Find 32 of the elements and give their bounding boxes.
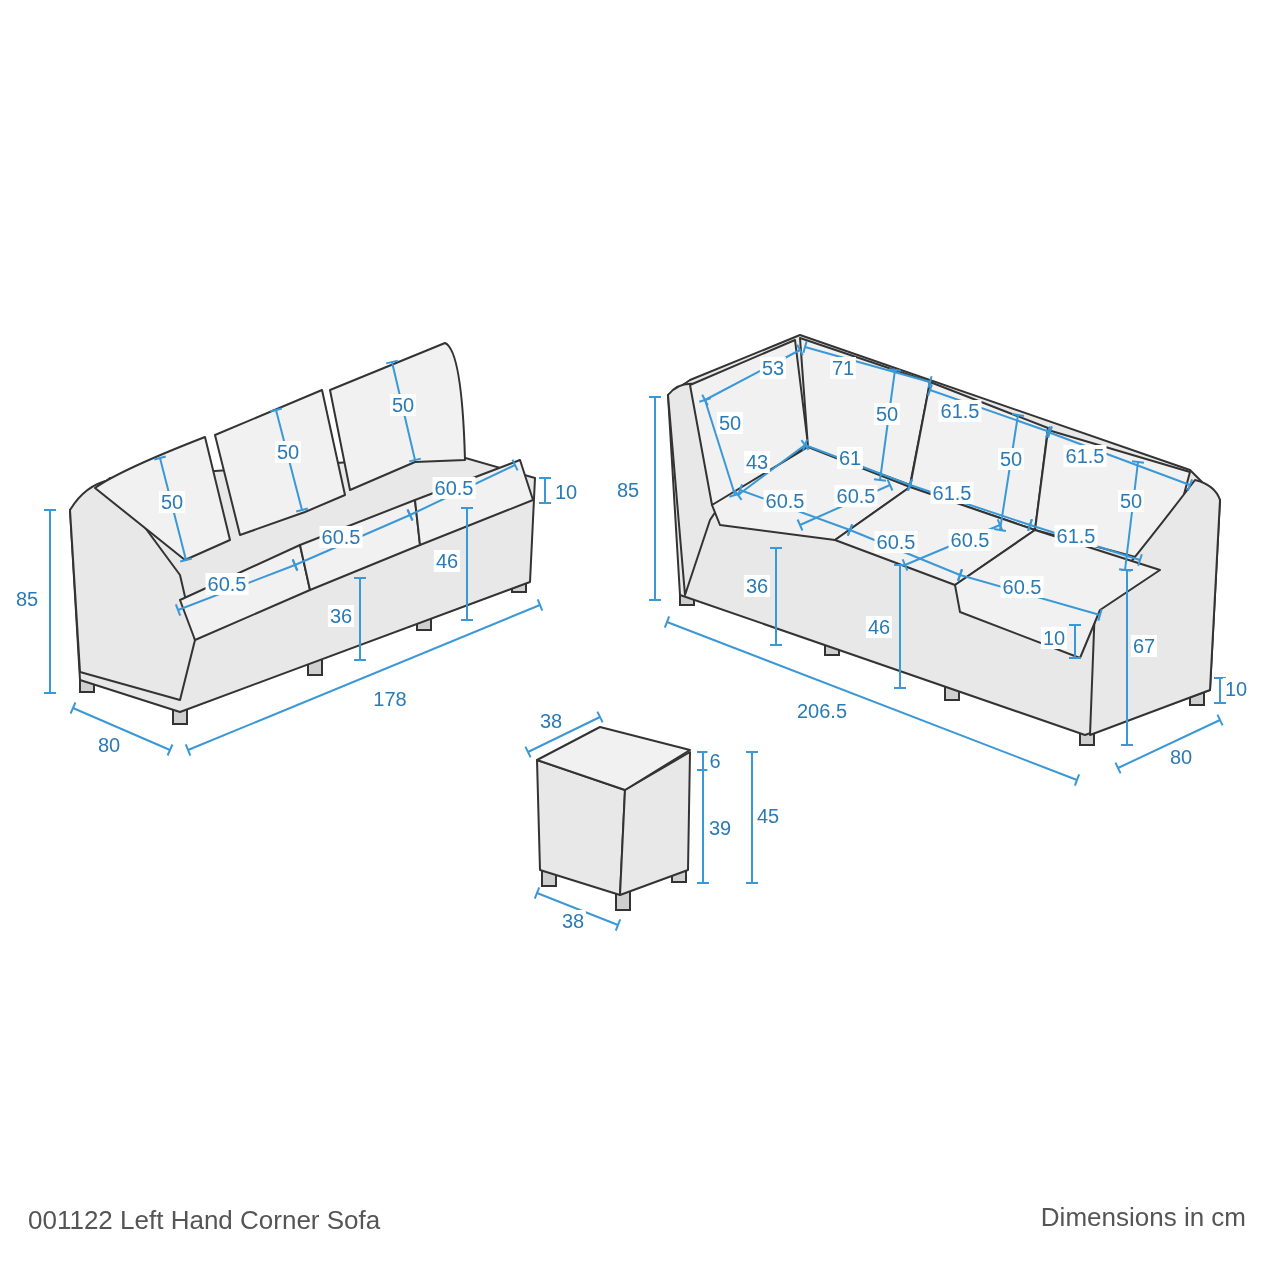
dimension-label: 60.5 xyxy=(432,477,476,499)
caption: 001122 Left Hand Corner Sofa xyxy=(28,1205,381,1236)
dimension-label: 53 xyxy=(759,357,787,379)
units-note: Dimensions in cm xyxy=(1040,1202,1246,1233)
dimension-label: 43 xyxy=(743,451,771,473)
dimension-label: 60.5 xyxy=(1000,576,1044,598)
dimension-label: 61 xyxy=(836,447,864,469)
dimension-label: 36 xyxy=(327,605,355,627)
dimension-label: 61.5 xyxy=(938,400,982,422)
dimension-label: 60.5 xyxy=(834,485,878,507)
dimension-label: 71 xyxy=(829,357,857,379)
dimension-label: 60.5 xyxy=(319,526,363,548)
dimension-label: 50 xyxy=(873,403,901,425)
dimension-label: 50 xyxy=(997,448,1025,470)
dimension-label: 60.5 xyxy=(948,529,992,551)
dimension-label: 60.5 xyxy=(205,573,249,595)
dimension-label: 60.5 xyxy=(763,490,807,512)
dimension-label: 46 xyxy=(433,550,461,572)
dimension-label: 50 xyxy=(158,491,186,513)
dimension-label: 36 xyxy=(743,575,771,597)
dimension-label: 67 xyxy=(1130,635,1158,657)
dimension-label: 6 xyxy=(707,750,723,772)
dimension-label: 61.5 xyxy=(1063,445,1107,467)
dimension-label: 46 xyxy=(865,616,893,638)
dimension-label: 10 xyxy=(1040,627,1068,649)
dimension-label: 61.5 xyxy=(930,482,974,504)
dimension-label: 50 xyxy=(274,441,302,463)
dimension-label: 61.5 xyxy=(1054,525,1098,547)
dimension-label: 60.5 xyxy=(874,531,918,553)
dimension-label: 50 xyxy=(1117,490,1145,512)
dimension-label: 50 xyxy=(716,412,744,434)
dimension-label: 50 xyxy=(389,394,417,416)
